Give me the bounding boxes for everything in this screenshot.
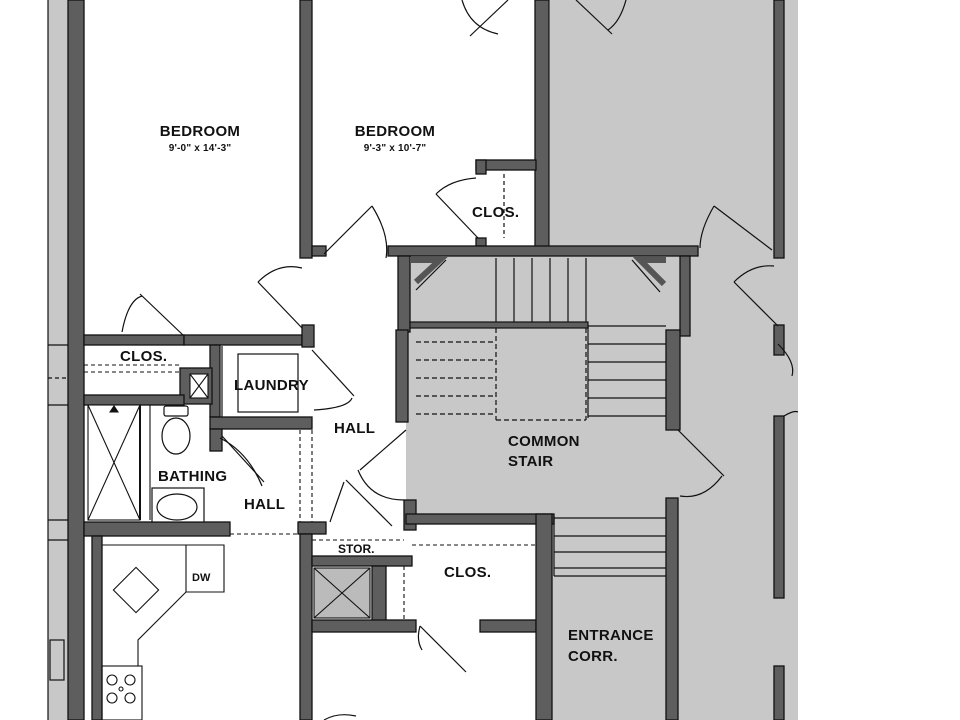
bedroom-left-name: BEDROOM	[159, 123, 241, 140]
dashed-lines	[84, 364, 536, 620]
left-margin	[0, 0, 48, 720]
entrance-label-line2: CORR.	[568, 648, 618, 665]
storage-shaft	[313, 567, 371, 619]
bedroom-left-dims: 9'-0" x 14'-3"	[168, 143, 232, 154]
closet-left-label: CLOS.	[120, 348, 168, 365]
duct-box	[189, 373, 209, 399]
laundry-label: LAUNDRY	[234, 377, 309, 394]
laundry-appliance	[237, 353, 299, 413]
bathing-label: BATHING	[158, 468, 228, 485]
closet-lower-label: CLOS.	[444, 564, 492, 581]
storage-label: STOR.	[338, 542, 375, 556]
left-neighbour-lines	[47, 0, 68, 720]
kitchen-counter	[101, 544, 225, 720]
hall-lower-label: HALL	[244, 496, 286, 513]
common-stair	[409, 257, 667, 577]
hall-upper-label: HALL	[334, 420, 376, 437]
doors	[121, 0, 799, 720]
toilet-icon	[161, 405, 191, 455]
shower	[87, 404, 151, 521]
closet-upper-label: CLOS.	[472, 204, 520, 221]
common-stair-label-line1: COMMON	[508, 433, 580, 450]
right-margin	[798, 0, 960, 720]
bedroom-right-name: BEDROOM	[354, 123, 436, 140]
bedroom-right-dims: 9'-3" x 10'-7"	[363, 143, 427, 154]
walls	[67, 0, 785, 720]
common-stair-label-line2: STAIR	[508, 453, 554, 470]
entrance-label-line1: ENTRANCE	[568, 627, 654, 644]
dishwasher-label: DW	[192, 572, 211, 584]
sink-icon	[151, 487, 205, 523]
